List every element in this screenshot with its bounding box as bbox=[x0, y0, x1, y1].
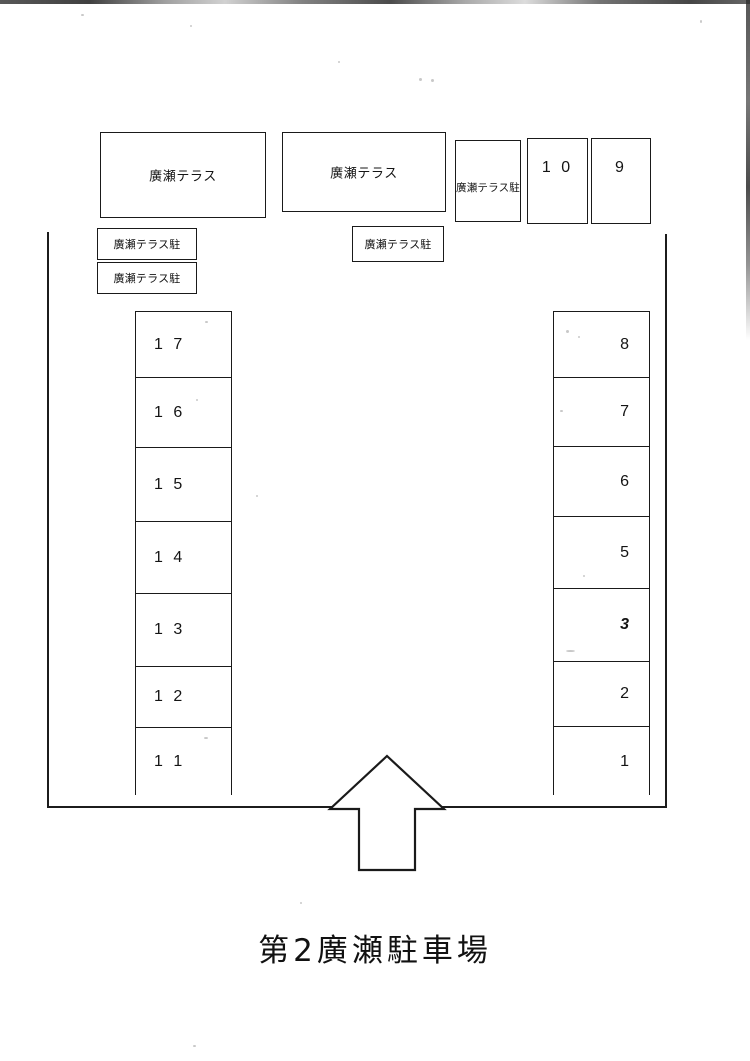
parking-stall-17[interactable]: 1 7 bbox=[136, 312, 231, 378]
entrance-arrow-icon bbox=[327, 754, 447, 872]
parking-stall-11-label: 1 1 bbox=[154, 753, 186, 770]
parking-stall-3-label: 3 bbox=[620, 616, 629, 633]
scan-speck bbox=[566, 330, 569, 333]
parking-column-left: 1 7 1 6 1 5 1 4 1 3 1 2 1 1 bbox=[135, 311, 232, 796]
parking-stall-1[interactable]: 1 bbox=[554, 727, 649, 796]
scan-speck bbox=[190, 25, 192, 27]
scan-speck bbox=[204, 737, 208, 739]
stall-9[interactable]: 9 bbox=[591, 138, 651, 224]
annex-left-lower-label: 廣瀬テラス駐 bbox=[113, 273, 181, 285]
annex-center-label: 廣瀬テラス駐 bbox=[364, 239, 432, 251]
parking-stall-6[interactable]: 6 bbox=[554, 447, 649, 517]
scan-edge-top bbox=[0, 0, 750, 4]
lot-boundary-right bbox=[665, 234, 667, 808]
parking-stall-7[interactable]: 7 bbox=[554, 378, 649, 447]
annex-left-upper[interactable]: 廣瀬テラス駐 bbox=[97, 228, 197, 260]
annex-center[interactable]: 廣瀬テラス駐 bbox=[352, 226, 444, 262]
parking-stall-12[interactable]: 1 2 bbox=[136, 667, 231, 728]
building-hirose-terrace-east[interactable]: 廣瀬テラス bbox=[282, 132, 446, 212]
stall-10[interactable]: 1 0 bbox=[527, 138, 588, 224]
parking-stall-13[interactable]: 1 3 bbox=[136, 594, 231, 667]
parking-stall-13-label: 1 3 bbox=[154, 621, 186, 638]
parking-stall-8-label: 8 bbox=[620, 335, 629, 353]
building-hirose-terrace-east-label: 廣瀬テラス bbox=[330, 165, 398, 181]
scan-speck bbox=[419, 78, 422, 81]
annex-left-upper-label: 廣瀬テラス駐 bbox=[113, 239, 181, 251]
lot-boundary-left bbox=[47, 232, 49, 808]
scan-speck bbox=[566, 650, 575, 652]
entrance-arrow[interactable] bbox=[325, 752, 449, 874]
building-hirose-terrace-west-label: 廣瀬テラス bbox=[149, 168, 217, 184]
scan-speck bbox=[560, 410, 563, 412]
parking-stall-15-label: 1 5 bbox=[154, 475, 186, 493]
parking-stall-5-label: 5 bbox=[620, 543, 629, 561]
scan-speck bbox=[205, 321, 208, 323]
scan-speck bbox=[583, 575, 585, 577]
scan-speck bbox=[700, 20, 702, 23]
parking-stall-16[interactable]: 1 6 bbox=[136, 378, 231, 448]
parking-stall-6-label: 6 bbox=[620, 472, 629, 490]
parking-stall-14-label: 1 4 bbox=[154, 548, 186, 566]
parking-stall-3[interactable]: 3 bbox=[554, 589, 649, 662]
annex-right-tall[interactable]: 廣瀬テラス駐 bbox=[455, 140, 521, 222]
scan-speck bbox=[81, 14, 84, 16]
annex-right-tall-label: 廣瀬テラス駐 bbox=[456, 182, 520, 194]
annex-left-lower[interactable]: 廣瀬テラス駐 bbox=[97, 262, 197, 294]
parking-stall-7-label: 7 bbox=[620, 403, 629, 420]
stall-10-label: 1 0 bbox=[541, 159, 574, 176]
building-hirose-terrace-west[interactable]: 廣瀬テラス bbox=[100, 132, 266, 218]
parking-stall-15[interactable]: 1 5 bbox=[136, 448, 231, 522]
scan-speck bbox=[431, 79, 434, 82]
scan-speck bbox=[193, 1045, 196, 1047]
scan-speck bbox=[578, 336, 580, 338]
parking-stall-14[interactable]: 1 4 bbox=[136, 522, 231, 594]
parking-stall-8[interactable]: 8 bbox=[554, 312, 649, 378]
parking-column-right: 8 7 6 5 3 2 1 bbox=[553, 311, 650, 796]
parking-stall-12-label: 1 2 bbox=[154, 688, 186, 705]
scan-speck bbox=[338, 61, 340, 63]
scan-edge-right bbox=[746, 0, 750, 340]
scan-speck bbox=[196, 399, 198, 401]
parking-stall-2-label: 2 bbox=[620, 685, 629, 702]
stall-9-label: 9 bbox=[615, 159, 627, 176]
parking-stall-11[interactable]: 1 1 bbox=[136, 728, 231, 796]
scan-speck bbox=[256, 495, 258, 497]
parking-stall-16-label: 1 6 bbox=[154, 403, 186, 421]
page-title: 第2廣瀬駐車場 bbox=[258, 933, 492, 969]
scan-speck bbox=[300, 902, 302, 904]
parking-stall-5[interactable]: 5 bbox=[554, 517, 649, 589]
parking-stall-1-label: 1 bbox=[620, 752, 629, 770]
parking-stall-2[interactable]: 2 bbox=[554, 662, 649, 727]
parking-stall-17-label: 1 7 bbox=[154, 335, 186, 353]
